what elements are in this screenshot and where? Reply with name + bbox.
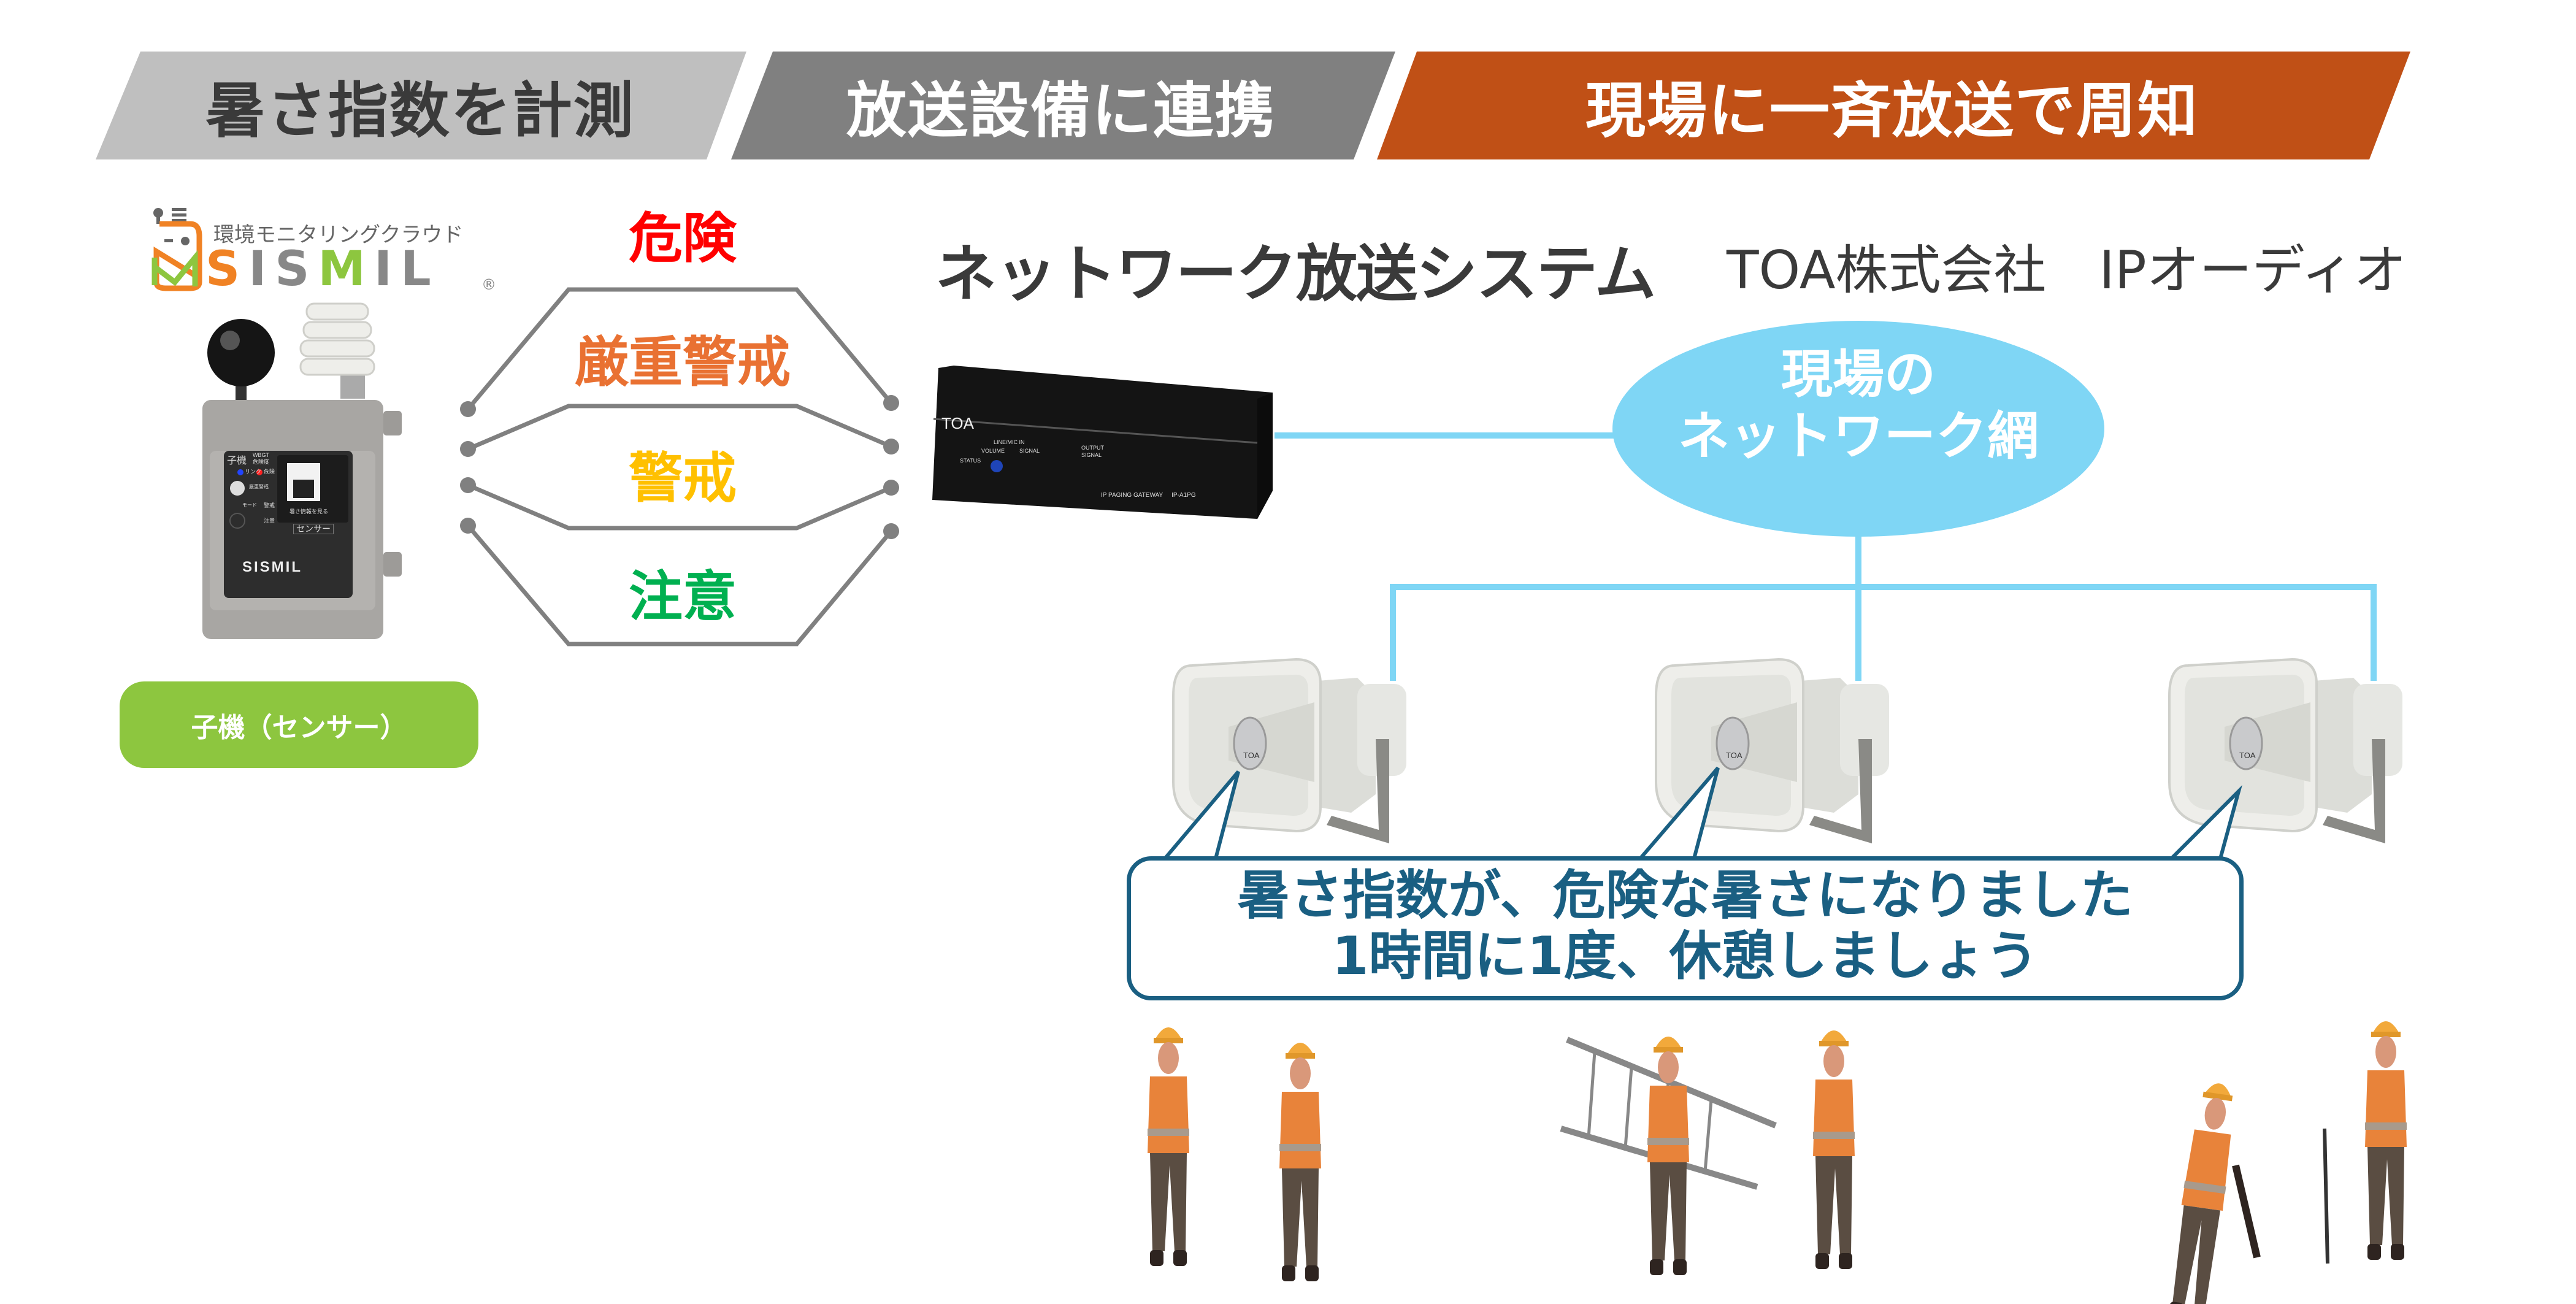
level-connector-dots <box>460 395 899 539</box>
workers-illustration <box>1148 1021 2407 1304</box>
sensor-level-severe: 厳重警戒 <box>249 484 269 489</box>
level-caution: 注意 <box>628 565 737 628</box>
gateway-product-row: IP PAGING GATEWAY IP-A1PG <box>1101 492 1196 499</box>
network-label-line1: 現場の <box>1781 344 1936 404</box>
gateway-output-label: OUTPUT <box>1081 445 1104 451</box>
speaker-1-brand: TOA <box>1243 751 1260 760</box>
sensor-panel-title: 子機 <box>227 456 247 466</box>
sensor-qr-caption: 暑さ情報を見る <box>289 508 329 515</box>
worker-figure <box>2365 1021 2407 1260</box>
banner-step-announce: 現場に一斉放送で周知 <box>1585 76 2199 146</box>
sismil-logo-mark <box>151 208 202 291</box>
sensor-level-caption: 危険度 <box>253 458 270 465</box>
worker-figure <box>1148 1027 1189 1266</box>
level-connector-lines <box>466 287 893 646</box>
gateway-status-label: STATUS <box>960 458 981 464</box>
banner-step-link-broadcast: 放送設備に連携 <box>846 76 1276 146</box>
announcement-line2: 1時間に1度、休憩しましょう <box>1332 925 2039 987</box>
network-ellipse <box>1612 321 2104 537</box>
sensor-unit-button[interactable]: 子機（センサー） <box>120 681 478 768</box>
level-warning: 警戒 <box>628 447 737 510</box>
sensor-wbgt-caption-group: WBGT 危険度 <box>253 452 270 466</box>
sensor-mode-label: モード <box>242 502 257 508</box>
horn-speaker-3 <box>2168 658 2404 845</box>
gateway-output-group: OUTPUT SIGNAL <box>1081 445 1104 459</box>
logo-wordmark: SISMIL <box>205 242 440 297</box>
worker-figure <box>2165 1080 2241 1304</box>
banner-step-measure: 暑さ指数を計測 <box>205 76 635 146</box>
system-vendor: TOA株式会社 IPオーディオ <box>1727 240 2407 301</box>
gateway-output-signal-label: SIGNAL <box>1081 451 1102 458</box>
announcement-callout: 暑さ指数が、危険な暑さになりました 1時間に1度、休憩しましょう <box>1127 856 2244 1000</box>
gateway-model: IP-A1PG <box>1171 492 1196 499</box>
sensor-level-caution: 注意 <box>264 518 275 524</box>
network-label-line2: ネットワーク網 <box>1677 405 2039 466</box>
logo-registered-mark: ® <box>481 276 496 293</box>
sensor-wbgt-label: WBGT <box>253 452 269 458</box>
gateway-volume-label: VOLUME <box>981 448 1005 454</box>
level-severe-warning: 厳重警戒 <box>574 331 791 394</box>
sensor-type-label: センサー <box>293 524 334 535</box>
worker-figure <box>1279 1043 1321 1281</box>
system-title: ネットワーク放送システム <box>935 238 1656 310</box>
speaker-3-brand: TOA <box>2239 751 2256 760</box>
banner-step-2-shape <box>731 52 1395 159</box>
sensor-level-danger: 危険 <box>264 469 275 475</box>
ip-paging-gateway-image <box>932 366 1273 519</box>
sensor-level-warning: 警戒 <box>264 502 275 508</box>
sensor-link-label: リンク <box>245 469 262 475</box>
worker-figure <box>1813 1030 1855 1269</box>
network-label: 現場の ネットワーク網 <box>1613 343 2104 467</box>
network-cables <box>1275 432 2377 681</box>
sensor-device-image <box>202 302 402 639</box>
logo-subtitle: 環境モニタリングクラウド <box>213 223 464 247</box>
gateway-signal-label: SIGNAL <box>1019 448 1040 454</box>
gateway-brand: TOA <box>941 414 974 432</box>
gateway-line-mic-label: LINE/MIC IN <box>994 439 1025 445</box>
announcement-line1: 暑さ指数が、危険な暑さになりました <box>1237 865 2133 926</box>
callout-pointers <box>1163 767 2242 861</box>
level-danger: 危険 <box>628 207 737 270</box>
banner-step-1-shape <box>96 52 746 159</box>
sensor-brand: SISMIL <box>242 559 303 575</box>
banner-step-3-shape <box>1377 52 2410 159</box>
speaker-2-brand: TOA <box>1726 751 1742 760</box>
gateway-product-name: IP PAGING GATEWAY <box>1101 492 1163 499</box>
